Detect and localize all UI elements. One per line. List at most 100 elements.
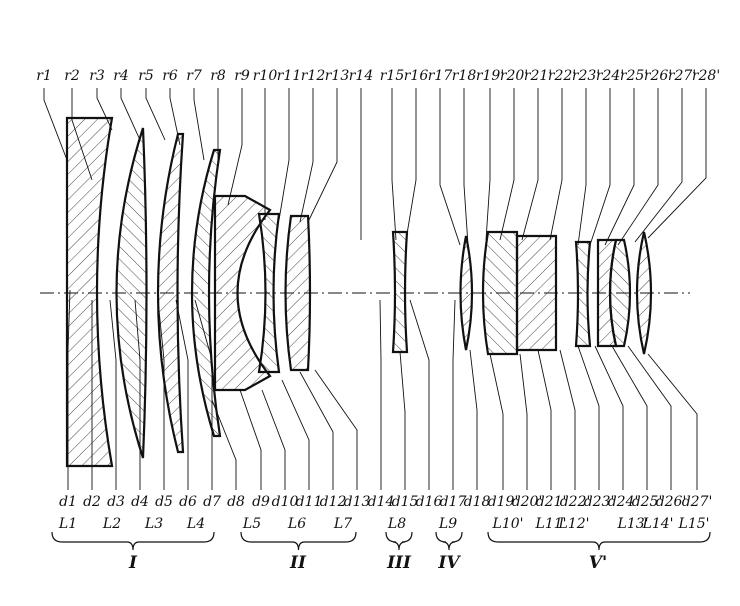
r-label: r4 xyxy=(113,68,129,84)
d-label: d20' xyxy=(512,494,543,510)
r-label: r12 xyxy=(301,68,326,84)
r-leader xyxy=(227,88,243,206)
r-leader xyxy=(120,88,141,141)
d-label: d18 xyxy=(464,494,491,510)
r-label: r3 xyxy=(89,68,105,84)
d-label: d23' xyxy=(584,494,615,510)
d-label: d17 xyxy=(440,494,467,510)
r-leader xyxy=(634,88,683,243)
lens-label: L9 xyxy=(438,516,457,532)
lens-label: L14' xyxy=(642,516,674,532)
r-leader-lines xyxy=(43,88,707,246)
r-label: r24' xyxy=(596,68,624,84)
r-label: r2 xyxy=(64,68,80,84)
lens-element-l15 xyxy=(635,231,653,355)
r-label: r20' xyxy=(500,68,528,84)
d-leader xyxy=(239,389,262,490)
lens-label: L13' xyxy=(617,516,649,532)
d-leader xyxy=(134,299,141,490)
d-label: d7 xyxy=(203,494,221,510)
d-leader xyxy=(157,299,165,490)
r-leader xyxy=(169,88,181,146)
d-label: d11 xyxy=(296,494,323,510)
r-label: r27' xyxy=(668,68,696,84)
group-brace xyxy=(240,531,357,551)
r-label: r21' xyxy=(524,68,552,84)
d-leader xyxy=(489,353,504,490)
lens-label: L8 xyxy=(387,516,406,532)
d-label: d22' xyxy=(560,494,591,510)
d-label: d15 xyxy=(392,494,419,510)
lens-element-l8 xyxy=(391,230,409,354)
d-leader xyxy=(647,353,698,490)
lens-label: L5 xyxy=(242,516,261,532)
d-leader xyxy=(211,399,237,490)
d-leader xyxy=(611,345,648,490)
d-label: d10 xyxy=(272,494,299,510)
d-label: d1 xyxy=(59,494,77,510)
lens-label: L1 xyxy=(58,516,77,532)
d-leader xyxy=(299,371,334,490)
d-leader xyxy=(409,299,430,490)
r-label: r7 xyxy=(186,68,202,84)
d-leader xyxy=(314,369,358,490)
r-leader xyxy=(439,88,461,246)
lens-element-l11 xyxy=(515,234,558,352)
d-label: d21' xyxy=(536,494,567,510)
r-leader xyxy=(71,88,93,181)
group-brace xyxy=(385,531,413,551)
d-label: d6 xyxy=(179,494,197,510)
r-label: r11 xyxy=(277,68,302,84)
group-label: II xyxy=(289,553,307,573)
r-leader xyxy=(463,88,469,246)
r-label: r16 xyxy=(404,68,429,84)
d-leader xyxy=(469,349,478,490)
r-leader xyxy=(96,88,113,131)
d-label: d27' xyxy=(682,494,713,510)
d-label: d5 xyxy=(155,494,173,510)
r-leader xyxy=(299,88,314,223)
d-leader xyxy=(594,345,624,490)
d-label: d12 xyxy=(320,494,347,510)
d-leader xyxy=(452,299,456,490)
d-label: d8 xyxy=(227,494,245,510)
r-leader xyxy=(193,88,205,161)
d-leader xyxy=(559,349,576,490)
lens-label: L3 xyxy=(144,516,163,532)
d-leader xyxy=(577,345,600,490)
group-label: V' xyxy=(589,553,607,573)
r-leader xyxy=(145,88,166,141)
group-brace xyxy=(51,531,215,551)
r-leader xyxy=(647,88,707,239)
d-label: d9 xyxy=(252,494,270,510)
d-leader xyxy=(175,299,189,490)
d-label: d26' xyxy=(656,494,687,510)
r-leader xyxy=(485,88,491,241)
r-label: r26' xyxy=(644,68,672,84)
lens-label: L10' xyxy=(492,516,524,532)
r-label: r5 xyxy=(138,68,154,84)
r-leader xyxy=(391,88,397,241)
d-leader xyxy=(281,379,310,490)
lens-element-l7 xyxy=(284,214,312,372)
group-braces xyxy=(51,531,711,551)
d-label: d19' xyxy=(488,494,519,510)
lens-element-l12 xyxy=(574,240,592,348)
group-label: III xyxy=(386,553,412,573)
lens-elements xyxy=(65,116,653,468)
r-leader xyxy=(577,88,587,246)
lens-label: L12' xyxy=(558,516,590,532)
lens-label: L11' xyxy=(535,516,567,532)
r-label: r22' xyxy=(548,68,576,84)
r-leader xyxy=(589,88,611,246)
lens-element-l2 xyxy=(115,127,148,459)
r-leader xyxy=(604,88,635,246)
group-label: IV xyxy=(437,553,461,573)
r-label: r14 xyxy=(349,68,374,84)
r-leader xyxy=(617,88,659,246)
d-label: d2 xyxy=(83,494,101,510)
d-label: d13 xyxy=(344,494,371,510)
